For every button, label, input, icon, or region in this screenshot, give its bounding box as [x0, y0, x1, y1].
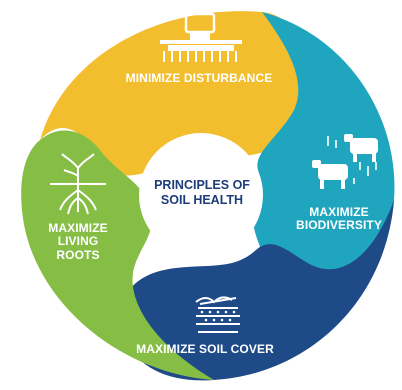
soil-cover-icon [195, 296, 240, 333]
segment-left [21, 130, 214, 380]
segment-right [252, 12, 395, 287]
center-hub [139, 133, 263, 257]
segment-label-top: MINIMIZE DISTURBANCE [125, 71, 273, 85]
segment-top [40, 11, 311, 176]
segment-label-bottom: MAXIMIZE SOIL COVER [136, 342, 274, 356]
plant-roots-icon [50, 153, 106, 215]
tractor-icon [160, 12, 242, 62]
segment-label-right: MAXIMIZE BIODIVERSITY [296, 205, 382, 233]
segment-label-left: MAXIMIZE LIVING ROOTS [48, 221, 108, 262]
livestock-icon [312, 134, 378, 189]
center-title: PRINCIPLES OF SOIL HEALTH [154, 178, 250, 208]
segment-bottom [121, 200, 395, 381]
